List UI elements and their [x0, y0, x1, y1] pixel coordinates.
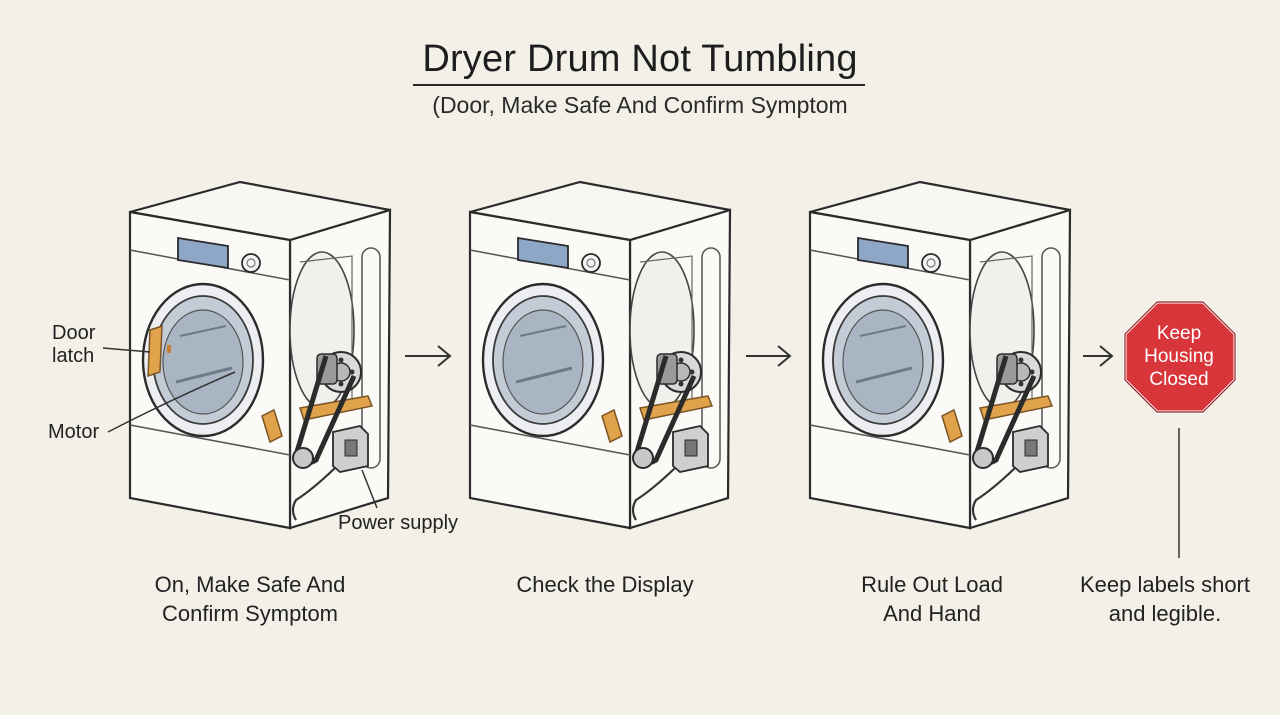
stop-sign-label: Keep Housing Closed	[1124, 322, 1234, 391]
step-2-caption: Check the Display	[516, 572, 694, 597]
door-latch-catch	[167, 345, 171, 353]
door-latch-highlight	[147, 324, 163, 378]
dryer-step-1	[130, 182, 390, 528]
step-3-caption: Rule Out Load And Hand	[861, 572, 1003, 626]
step-1-caption: On, Make Safe And Confirm Symptom	[154, 572, 346, 626]
arrow-icon	[746, 345, 792, 367]
power-supply-leader	[361, 469, 378, 509]
stop-sign-line-1: Keep	[1156, 323, 1202, 344]
power-supply-label: Power supply	[338, 512, 459, 534]
arrow-icon	[1083, 345, 1114, 367]
door-latch-label: Door latch	[52, 322, 96, 367]
final-note: Keep labels short and legible.	[1080, 572, 1250, 626]
motor-leader	[107, 371, 236, 433]
dryer-step-2	[470, 182, 730, 528]
title-underline	[413, 84, 865, 86]
page-subtitle: (Door, Make Safe And Confirm Symptom	[432, 92, 848, 118]
motor-label: Motor	[48, 421, 100, 443]
door-latch-leader	[102, 347, 151, 353]
stop-sign-line-2: Housing	[1144, 346, 1214, 367]
page-title: Dryer Drum Not Tumbling	[422, 38, 858, 80]
stop-sign-line-3: Closed	[1149, 369, 1209, 390]
arrow-icon	[405, 345, 452, 367]
dryer-step-3	[810, 182, 1070, 528]
